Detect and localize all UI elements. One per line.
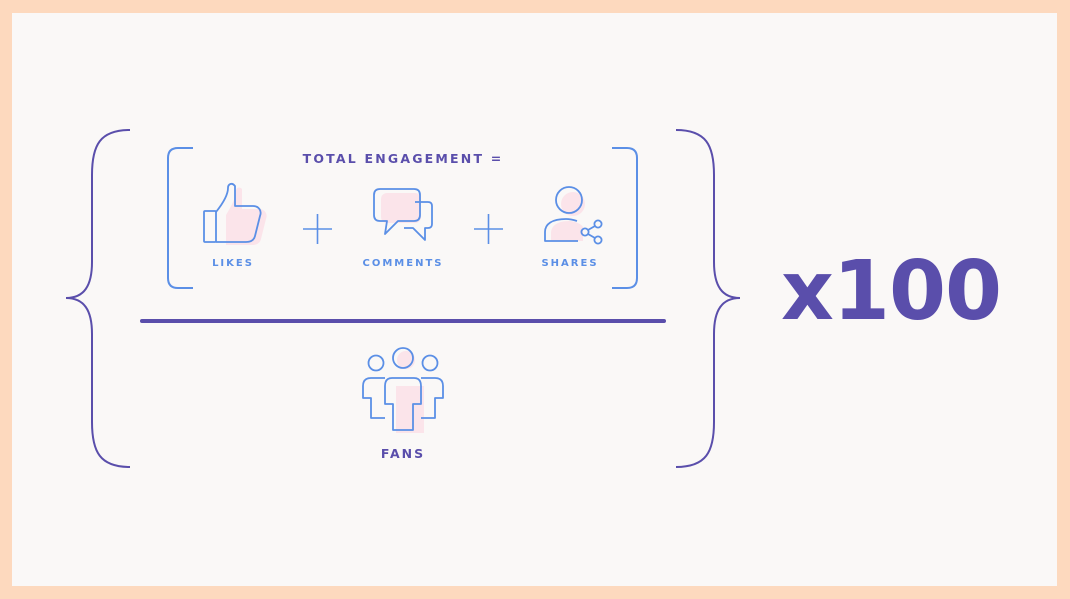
multiplier-text: x100 (781, 244, 1002, 339)
formula-card (12, 13, 1057, 586)
left-square-bracket (167, 147, 193, 289)
denominator-label: FANS (380, 446, 426, 461)
numerator-title: TOTAL ENGAGEMENT = (302, 151, 504, 166)
term-label-likes: LIKES (212, 258, 254, 269)
term-label-comments: COMMENTS (362, 258, 444, 269)
group-people-icon (362, 347, 444, 433)
person-share-icon (544, 186, 603, 245)
term-label-shares: SHARES (541, 258, 599, 269)
plus-sign-1 (303, 214, 332, 244)
speech-bubbles-icon (373, 188, 433, 241)
thumbs-up-icon (203, 182, 267, 245)
left-curly-brace (65, 129, 131, 468)
right-square-bracket (612, 147, 638, 289)
plus-sign-2 (474, 214, 503, 244)
right-curly-brace (675, 129, 741, 468)
